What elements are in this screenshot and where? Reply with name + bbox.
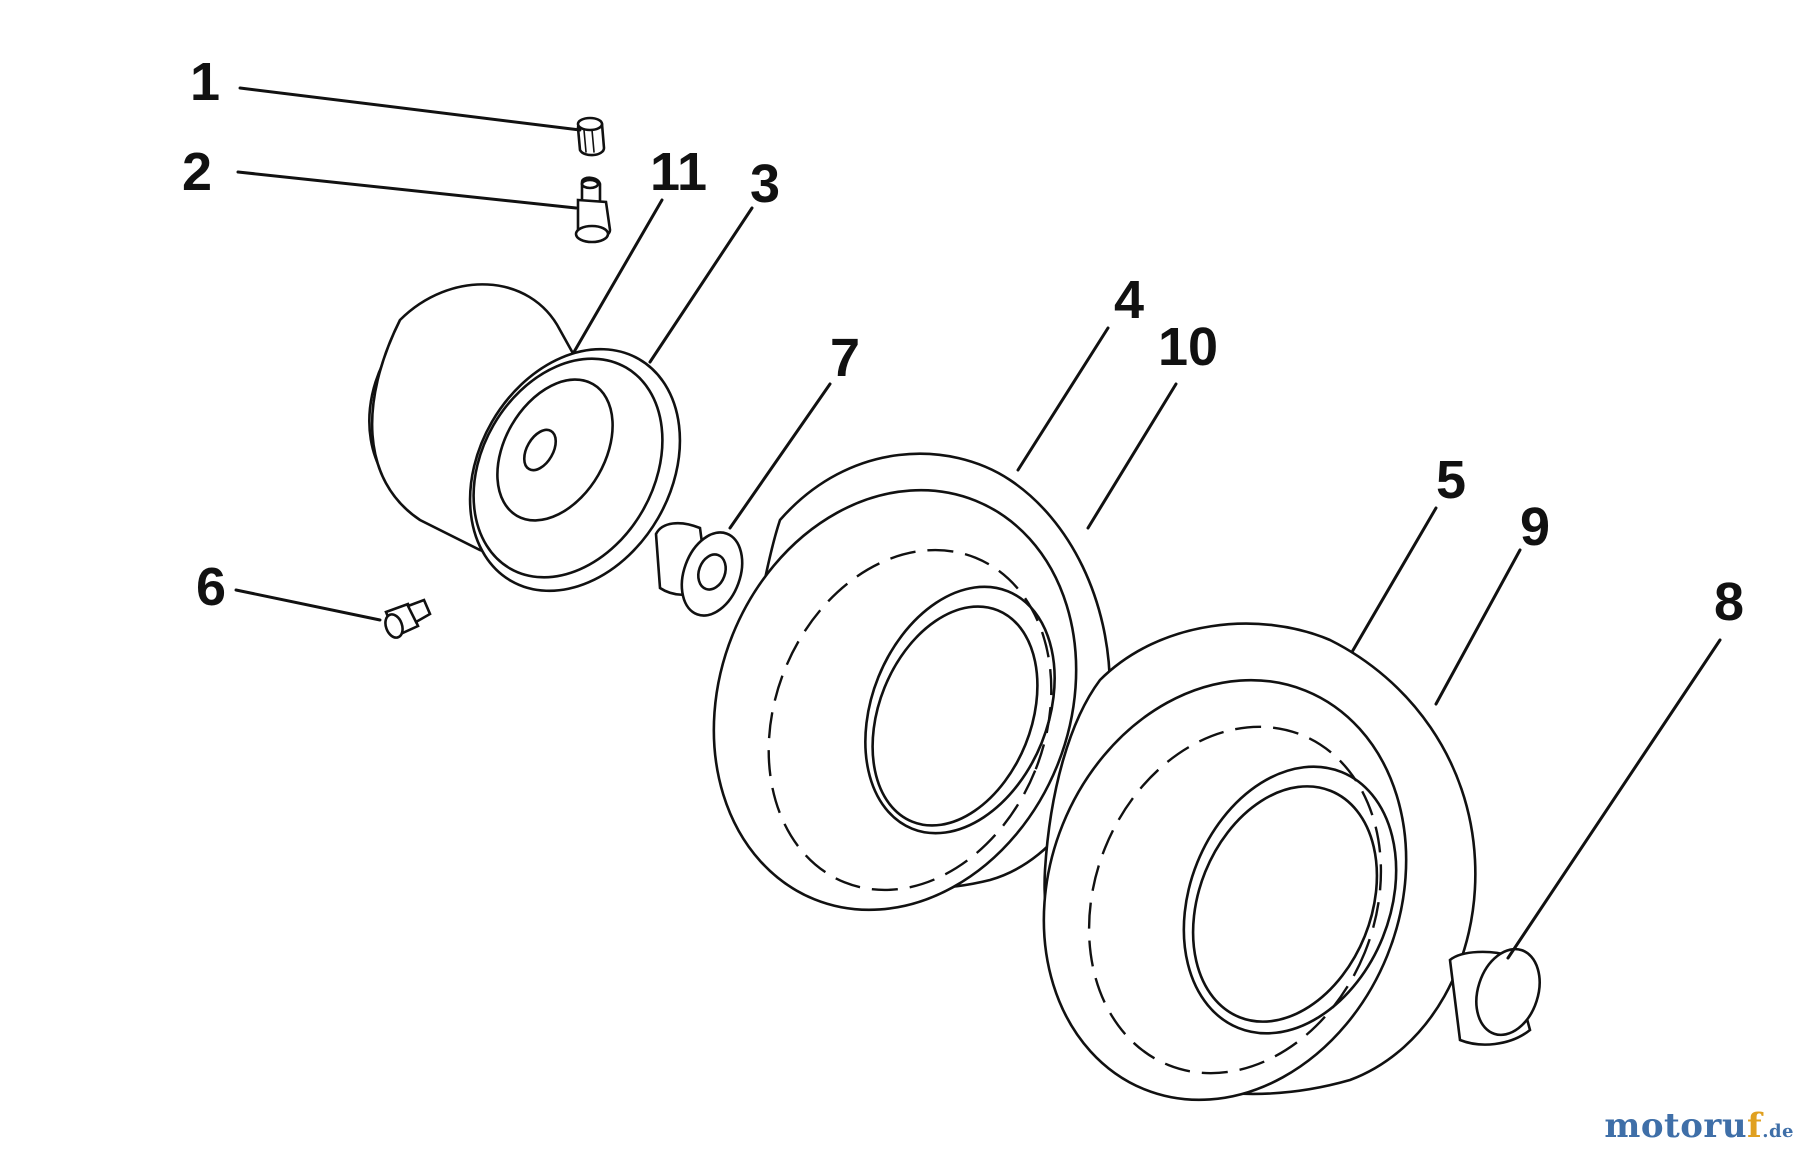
watermark-part-b: f bbox=[1747, 1106, 1763, 1146]
valve-stem-part bbox=[574, 176, 612, 244]
callout-3: 3 bbox=[750, 154, 780, 214]
watermark-part-c: .de bbox=[1762, 1121, 1794, 1142]
hub-cap-part bbox=[1448, 947, 1541, 1046]
leader-line-10 bbox=[1086, 382, 1178, 530]
callout-1: 1 bbox=[190, 52, 220, 112]
callout-6: 6 bbox=[196, 557, 226, 617]
leader-line-1 bbox=[238, 86, 582, 132]
callout-labels: 1 2 11 3 4 10 7 6 5 9 8 bbox=[182, 52, 1744, 632]
watermark-part-a: motoru bbox=[1604, 1106, 1748, 1146]
valve-cap-part bbox=[576, 116, 606, 157]
leader-lines bbox=[234, 86, 1722, 960]
callout-11: 11 bbox=[650, 142, 707, 202]
callout-5: 5 bbox=[1436, 450, 1466, 510]
callout-7: 7 bbox=[830, 328, 860, 388]
rear-tire-part bbox=[1042, 622, 1477, 1102]
leader-line-7 bbox=[728, 382, 832, 530]
leader-line-2 bbox=[236, 170, 578, 210]
leader-line-5 bbox=[1350, 506, 1438, 654]
callout-9: 9 bbox=[1520, 497, 1550, 557]
leader-line-6 bbox=[234, 588, 382, 622]
leader-line-11 bbox=[572, 198, 664, 354]
front-tire-part bbox=[712, 452, 1112, 912]
bushing-part bbox=[654, 521, 744, 617]
leader-line-9 bbox=[1434, 548, 1522, 706]
leader-line-3 bbox=[648, 206, 754, 364]
leader-line-4 bbox=[1016, 326, 1110, 472]
grease-fitting-part bbox=[384, 598, 432, 639]
callout-10: 10 bbox=[1158, 317, 1218, 377]
callout-2: 2 bbox=[182, 142, 212, 202]
wheel-rim-part bbox=[368, 283, 682, 593]
leader-line-8 bbox=[1506, 638, 1722, 960]
callout-4: 4 bbox=[1114, 270, 1144, 330]
callout-8: 8 bbox=[1714, 572, 1744, 632]
watermark-logo: motoruf.de bbox=[1604, 1106, 1794, 1146]
